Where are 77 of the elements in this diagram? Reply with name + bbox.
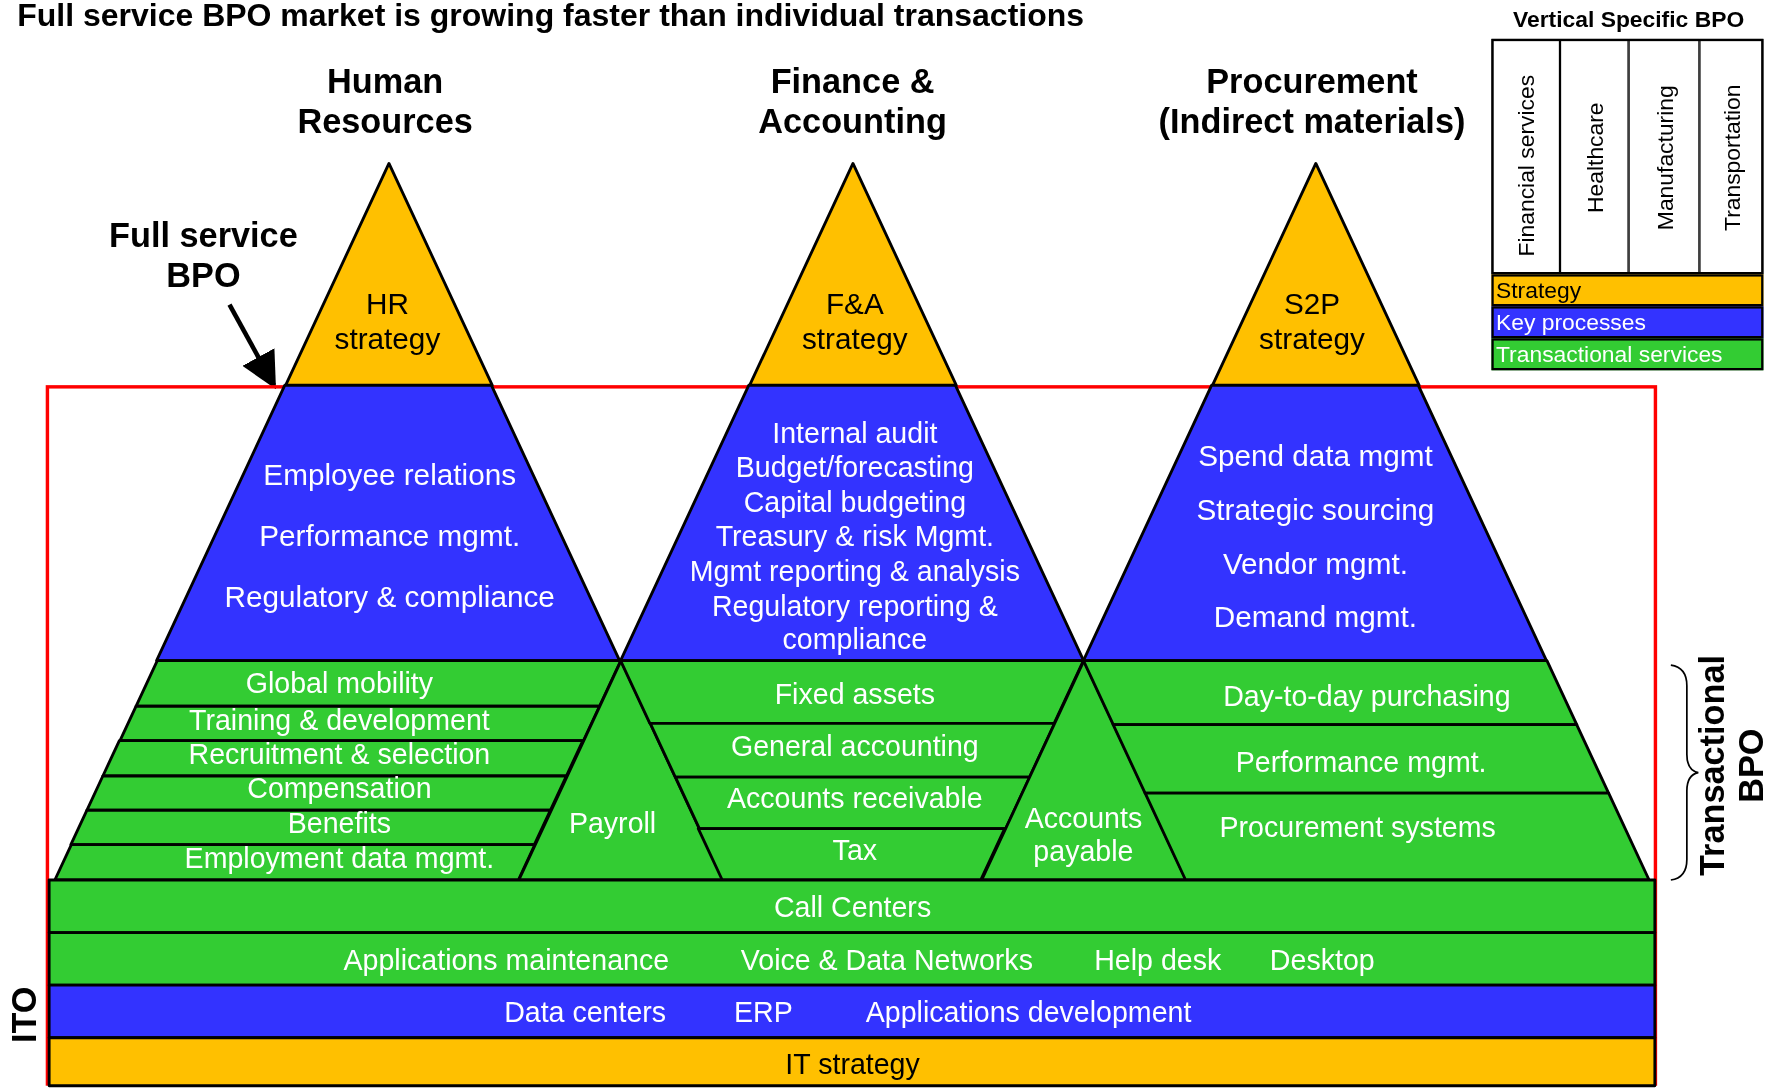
process-label: Day-to-day purchasing <box>1223 679 1511 713</box>
process-label: Global mobility <box>245 667 434 700</box>
legend-label: Transactional services <box>1496 341 1723 368</box>
process-label: ERP <box>734 996 793 1029</box>
process-label: Mgmt reporting & analysis <box>689 555 1020 588</box>
column-label: Healthcare <box>1582 102 1609 213</box>
process-label: HR strategy <box>333 288 442 357</box>
service-band <box>119 706 600 741</box>
legend-label: Strategy <box>1496 277 1582 304</box>
title: Full service BPO market is growing faster than individual transactions <box>17 0 1085 35</box>
full-service-frame <box>45 385 1658 1086</box>
column-heading: Human Resources <box>296 62 474 142</box>
process-label: Performance mgmt. <box>259 520 521 555</box>
process-label: Employment data mgmt. <box>184 841 495 875</box>
process-label: S2P strategy <box>1258 288 1366 357</box>
service-band <box>54 844 535 880</box>
process-label: Benefits <box>287 806 392 840</box>
process-label: Applications maintenance <box>343 943 670 977</box>
process-label: Budget/forecasting <box>735 451 974 484</box>
table-title: Vertical Specific BPO <box>1512 6 1745 33</box>
process-label: Employee relations <box>263 458 517 493</box>
process-label: IT strategy <box>785 1047 920 1081</box>
process-label: Fixed assets <box>774 677 936 711</box>
service-band <box>87 776 567 811</box>
service-band <box>135 660 621 707</box>
process-label: Procurement systems <box>1219 811 1496 844</box>
service-band <box>103 740 584 776</box>
side-label: Transactional BPO <box>1693 654 1772 879</box>
process-label: Desktop <box>1269 943 1375 977</box>
process-label: Spend data mgmt <box>1198 440 1433 475</box>
process-label: Help desk <box>1094 943 1222 977</box>
process-label: Compensation <box>247 772 432 805</box>
process-label: F&A strategy <box>801 288 909 357</box>
process-label: Performance mgmt. <box>1235 745 1487 779</box>
it-band <box>49 985 1655 1038</box>
column-label: Financial services <box>1513 74 1540 257</box>
it-band <box>49 932 1655 986</box>
service-band <box>649 723 1055 778</box>
process-label: Accounts payable <box>1023 801 1144 868</box>
process-label: Training & development <box>189 703 490 737</box>
service-band <box>620 660 1084 724</box>
column-heading: Finance & Accounting <box>757 62 948 142</box>
callout-label: Full service BPO <box>94 216 312 296</box>
column-label: Manufacturing <box>1652 85 1679 231</box>
strategy-triangle <box>1212 163 1419 386</box>
process-label: Voice & Data Networks <box>740 943 1033 977</box>
process-label: Regulatory reporting & compliance <box>710 590 999 656</box>
service-band <box>1113 724 1609 794</box>
process-label: Recruitment & selection <box>188 737 491 771</box>
process-label: Capital budgeting <box>743 485 967 519</box>
service-band <box>698 828 1006 880</box>
process-trapezoid <box>1083 385 1547 661</box>
process-label: General accounting <box>730 729 979 763</box>
strategy-triangle <box>749 163 956 386</box>
service-triangle <box>518 660 723 880</box>
service-band <box>71 810 551 845</box>
process-label: Regulatory & compliance <box>224 580 555 615</box>
column-label: Transportation <box>1719 84 1746 231</box>
it-band <box>49 1037 1655 1086</box>
process-label: Payroll <box>568 806 657 840</box>
process-label: Treasury & risk Mgmt. <box>715 519 994 553</box>
process-label: Tax <box>832 833 878 867</box>
process-label: Accounts receivable <box>727 781 983 815</box>
process-trapezoid <box>621 385 1085 661</box>
process-label: Call Centers <box>773 891 932 924</box>
process-label: Internal audit <box>772 416 938 450</box>
column-heading: Procurement (Indirect materials) <box>1157 62 1467 142</box>
service-band <box>1145 793 1650 880</box>
process-label: Strategic sourcing <box>1196 493 1435 528</box>
legend-label: Key processes <box>1496 309 1646 336</box>
process-label: Applications development <box>865 996 1192 1029</box>
service-band <box>1083 660 1577 725</box>
side-label: ITO <box>5 986 45 1044</box>
process-label: Vendor mgmt. <box>1222 547 1408 582</box>
process-label: Data centers <box>504 996 667 1029</box>
process-trapezoid <box>157 385 621 661</box>
process-label: Demand mgmt. <box>1213 601 1417 636</box>
